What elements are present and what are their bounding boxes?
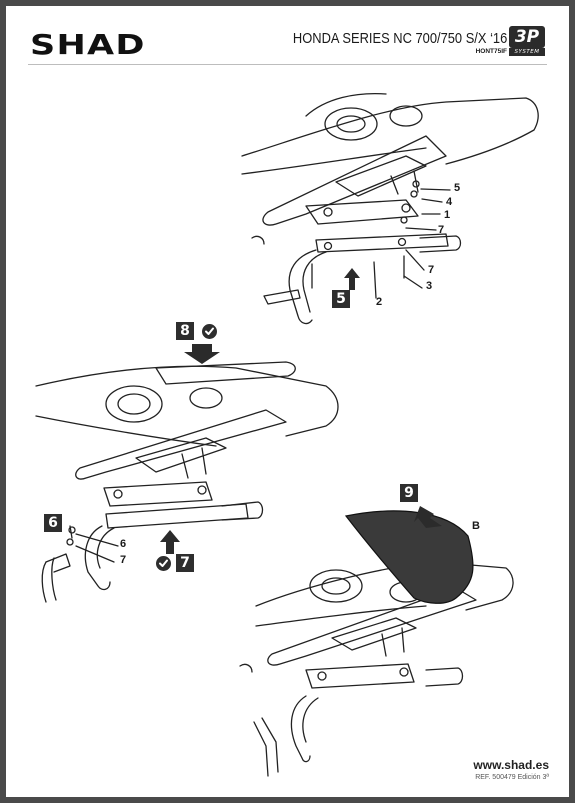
- down-arrow-icon: [184, 344, 220, 364]
- badge-subtitle: SYSTEM: [509, 48, 545, 56]
- shad-logo: SHAD: [30, 28, 146, 61]
- part-label-5: 5: [454, 182, 461, 194]
- down-arrow-icon: [414, 506, 442, 528]
- 3p-system-badge: 3P SYSTEM: [509, 26, 545, 56]
- part-label-7b: 7: [428, 264, 435, 276]
- instruction-page: SHAD HONDA SERIES NC 700/750 S/X ‘16 HON…: [6, 6, 569, 797]
- badge-number: 3P: [509, 26, 545, 48]
- document-reference: REF. 500479 Edición 3ª: [475, 774, 549, 781]
- header-divider: [28, 64, 547, 65]
- step-callout-5: 5: [332, 290, 350, 308]
- part-label-3: 3: [426, 280, 433, 292]
- model-title: HONDA SERIES NC 700/750 S/X ‘16: [292, 30, 507, 47]
- check-icon: [156, 556, 171, 571]
- step-callout-9: 9: [400, 484, 418, 502]
- check-icon: [202, 324, 217, 339]
- step-callout-7: 7: [176, 554, 194, 572]
- assembly-illustrations: [35, 92, 539, 777]
- part-label-2: 2: [376, 296, 383, 308]
- up-arrow-icon: [160, 530, 180, 554]
- part-label-b: B: [472, 520, 480, 532]
- up-arrow-icon: [344, 268, 360, 290]
- illustration-step-6-7-8: [35, 361, 339, 603]
- model-reference-code: HONT75IF: [475, 48, 507, 55]
- part-label-7: 7: [438, 224, 445, 236]
- part-label-6: 6: [120, 538, 127, 550]
- part-label-7c: 7: [120, 554, 127, 566]
- step-callout-6: 6: [44, 514, 62, 532]
- illustration-step-5: [241, 92, 539, 325]
- illustration-step-9: [239, 561, 514, 777]
- part-label-1: 1: [444, 209, 451, 221]
- backrest-pad: [344, 510, 474, 604]
- website-url: www.shad.es: [473, 758, 549, 772]
- step-callout-8: 8: [176, 322, 194, 340]
- part-label-4: 4: [446, 196, 453, 208]
